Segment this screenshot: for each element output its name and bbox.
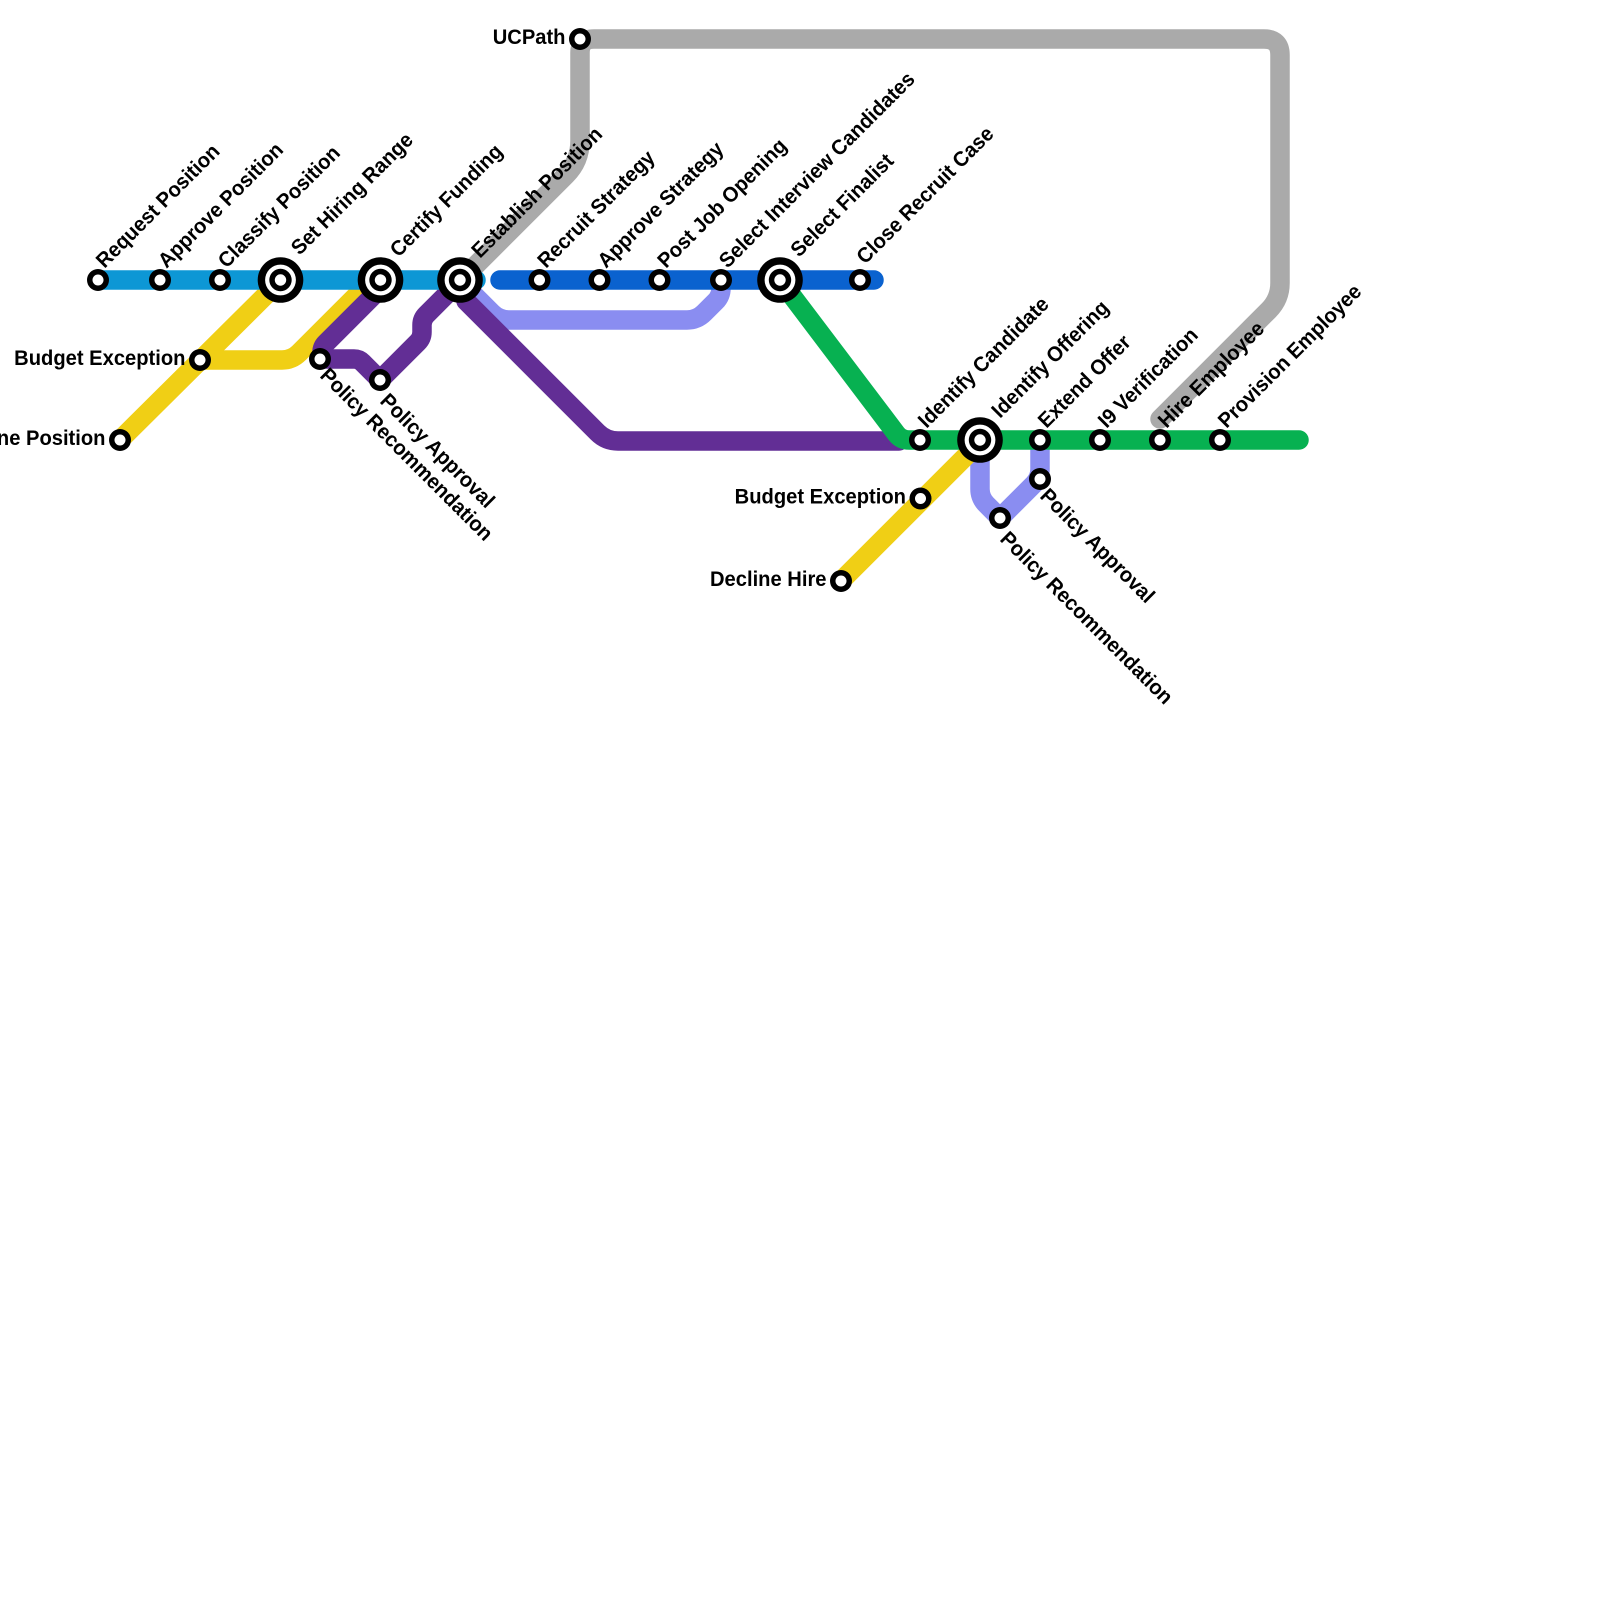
svg-text:Decline Hire: Decline Hire: [710, 568, 827, 591]
svg-text:Decline Position: Decline Position: [0, 427, 105, 450]
svg-text:UCPath: UCPath: [493, 26, 566, 49]
svg-text:Budget Exception: Budget Exception: [14, 347, 185, 370]
svg-text:Budget Exception: Budget Exception: [735, 485, 906, 508]
